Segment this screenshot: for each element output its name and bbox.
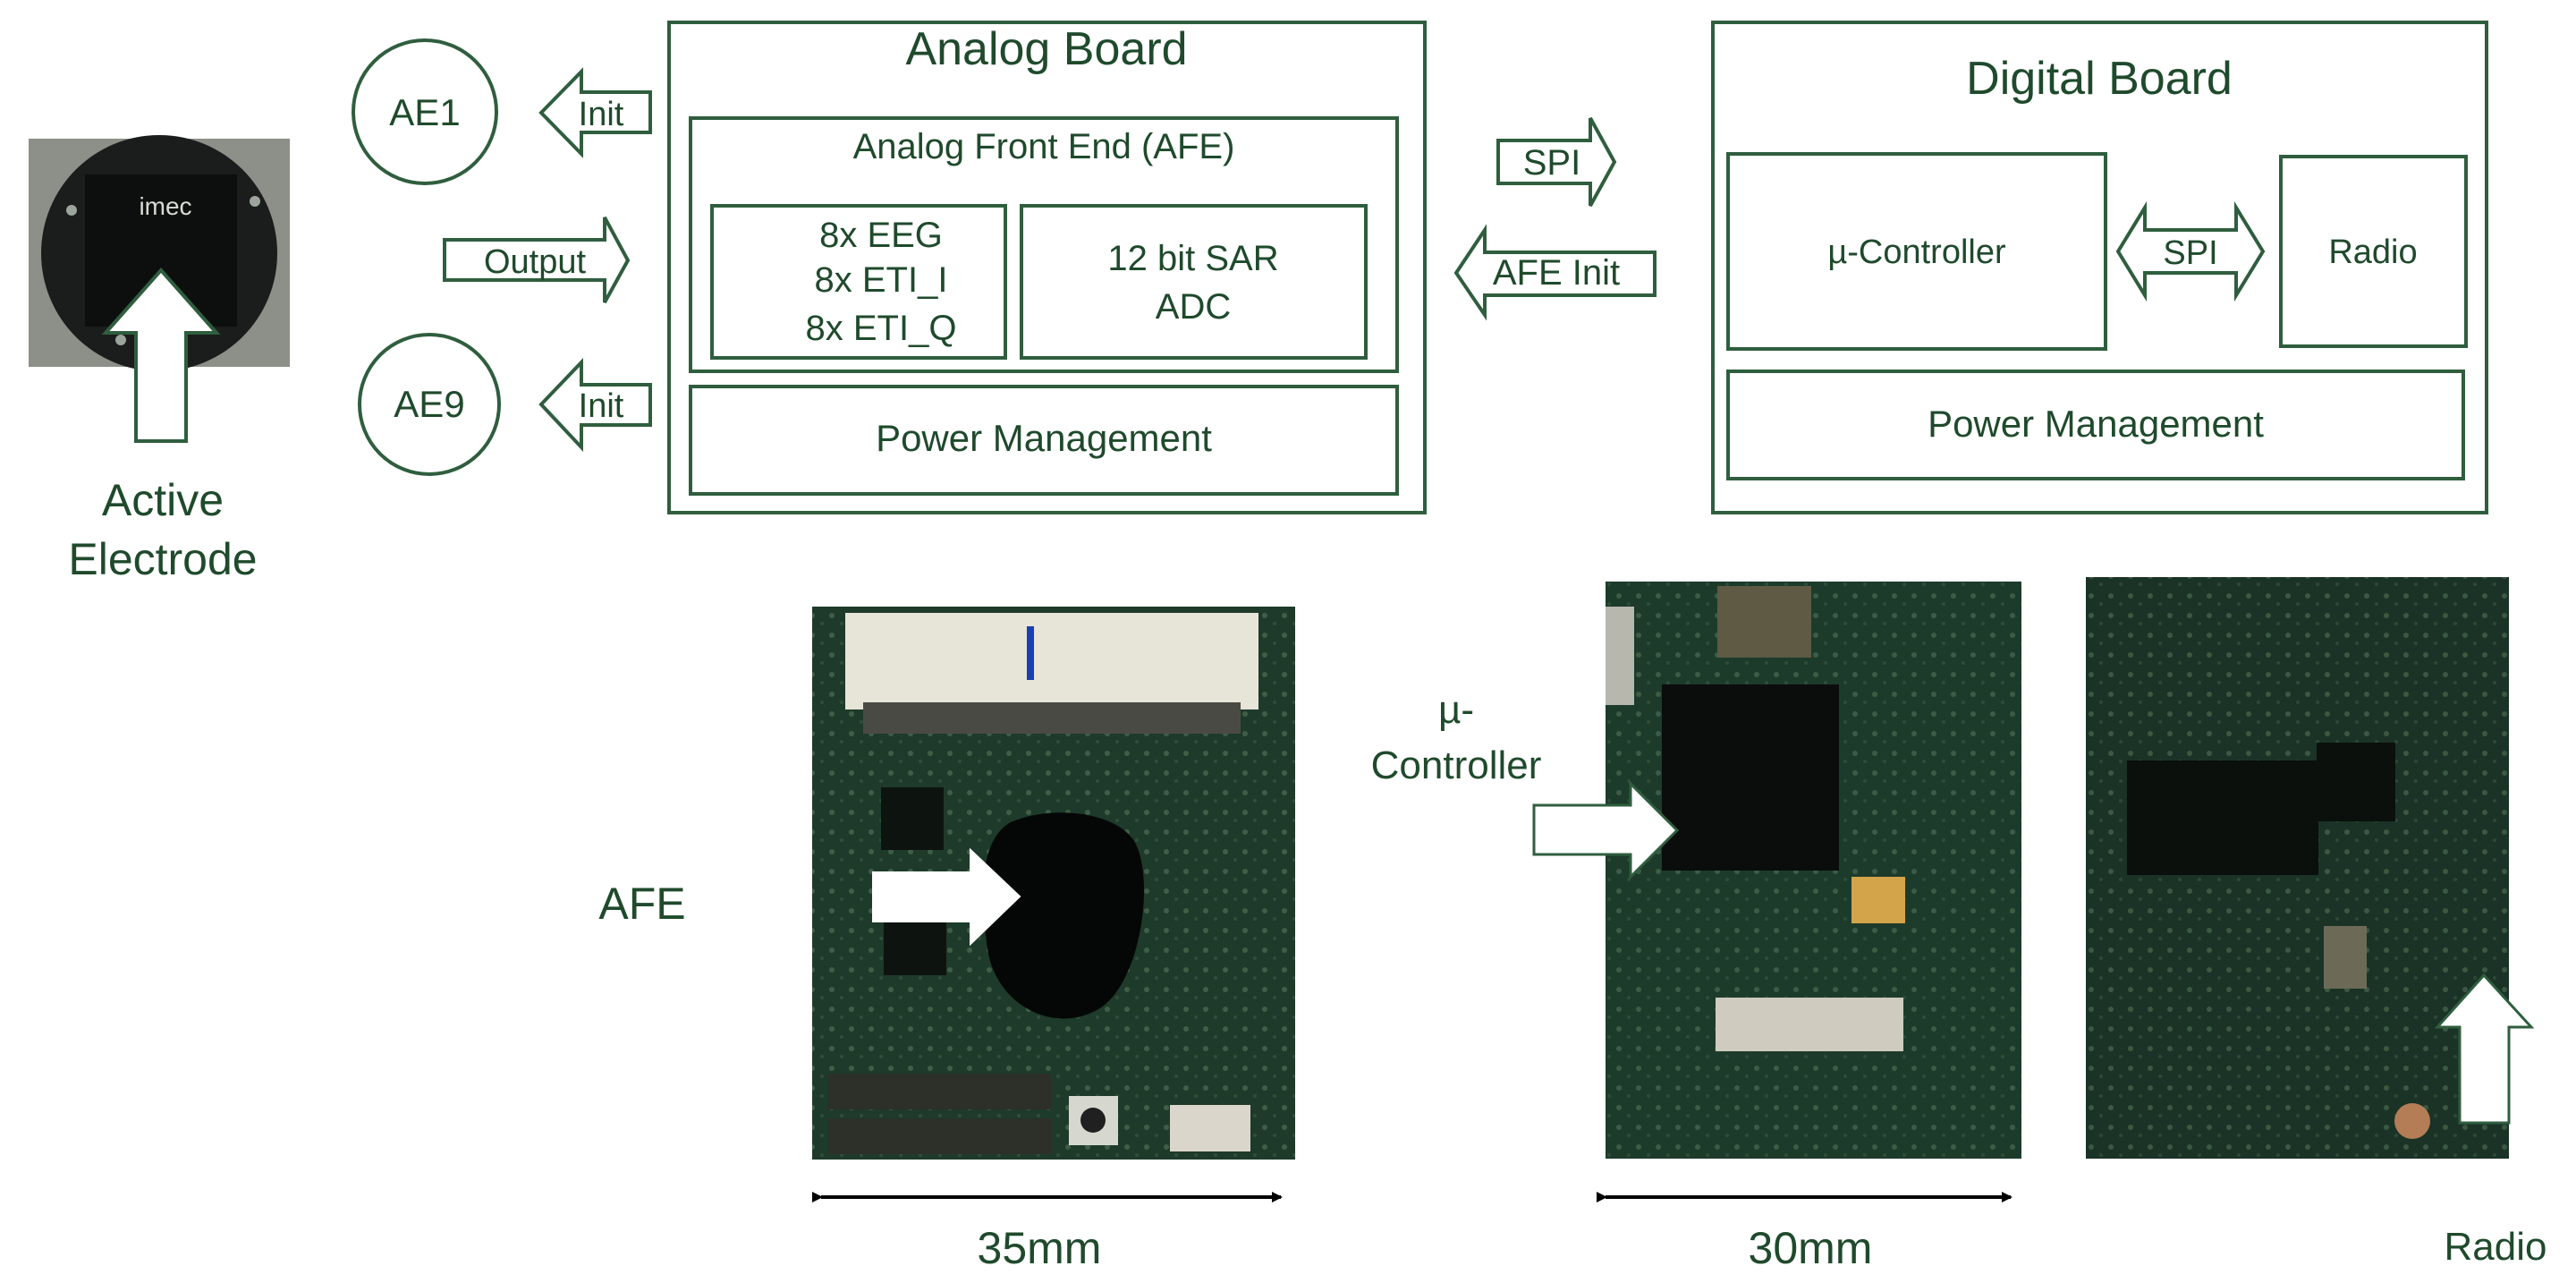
ae9-node — [358, 333, 501, 476]
electrode-pointer-arrow — [101, 267, 221, 443]
channel-eti-q: 8x ETI_Q — [806, 309, 957, 348]
afe-pointer-arrow — [872, 847, 1021, 947]
digital-power-label: Power Management — [1928, 403, 2264, 445]
init-top-label: Init — [579, 96, 624, 133]
channel-eti-i: 8x ETI_I — [815, 260, 948, 300]
init-top-arrow — [538, 67, 652, 158]
adc-line1: 12 bit SAR — [1107, 239, 1278, 278]
electrode-label-line1: Active — [102, 475, 224, 525]
ae1-node — [352, 38, 498, 185]
electrode-chip-text: imec — [139, 192, 191, 220]
channels-box — [710, 204, 1007, 360]
radio-box — [2279, 155, 2468, 348]
init-bottom-arrow — [538, 358, 652, 453]
digital-connector — [1716, 998, 1903, 1051]
controller-photo-label-line1: µ- — [1438, 688, 1474, 732]
radio-photo-label: Radio — [2445, 1225, 2547, 1269]
tantalum-cap — [1852, 877, 1905, 923]
controller-photo-label-line2: Controller — [1371, 743, 1542, 787]
radio-box-label: Radio — [2328, 234, 2417, 271]
afe-marker — [1027, 626, 1034, 680]
afe-width-label: 35mm — [978, 1223, 1102, 1273]
adc-line2: ADC — [1156, 287, 1231, 327]
digital-power-box — [1726, 370, 2465, 480]
digital-spi-arrow — [2115, 200, 2266, 302]
digital-board-photo — [1532, 582, 2021, 1159]
afe-title: Analog Front End (AFE) — [853, 127, 1235, 166]
ae1-label: AE1 — [389, 91, 460, 133]
afe-photo-label: AFE — [598, 879, 685, 929]
active-electrode-photo: imec — [29, 135, 290, 443]
digital-width-label: 30mm — [1749, 1223, 1873, 1273]
afe-board-photo — [812, 607, 1295, 1160]
afe-chip-blob — [983, 812, 1145, 1019]
output-arrow — [443, 217, 631, 303]
analog-power-label: Power Management — [876, 417, 1212, 459]
adc-box — [1020, 204, 1368, 360]
analog-power-box — [689, 385, 1399, 496]
spi-link-label: SPI — [1523, 143, 1580, 183]
controller-pointer-arrow — [1532, 780, 1680, 880]
analog-board-title: Analog Board — [905, 23, 1187, 75]
digital-spi-label: SPI — [2163, 234, 2217, 272]
electrode-label-line2: Electrode — [68, 534, 257, 584]
channel-eeg: 8x EEG — [819, 216, 943, 255]
controller-box — [1726, 152, 2107, 351]
ae9-label: AE9 — [394, 383, 464, 425]
spi-link-arrow — [1496, 117, 1617, 207]
afe-connector — [845, 613, 1258, 709]
output-label: Output — [484, 243, 587, 281]
afe-init-arrow — [1453, 224, 1657, 321]
digital-board-title: Digital Board — [1966, 53, 2233, 105]
afe-init-label: AFE Init — [1493, 253, 1620, 293]
init-bottom-label: Init — [579, 387, 624, 425]
radio-board-photo — [2086, 577, 2535, 1159]
radio-pointer-arrow — [2434, 973, 2535, 1125]
controller-label: µ-Controller — [1827, 234, 2006, 271]
crystal — [1717, 586, 1811, 658]
antenna-pad — [2394, 1103, 2430, 1139]
microcontroller-chip — [1662, 684, 1839, 871]
